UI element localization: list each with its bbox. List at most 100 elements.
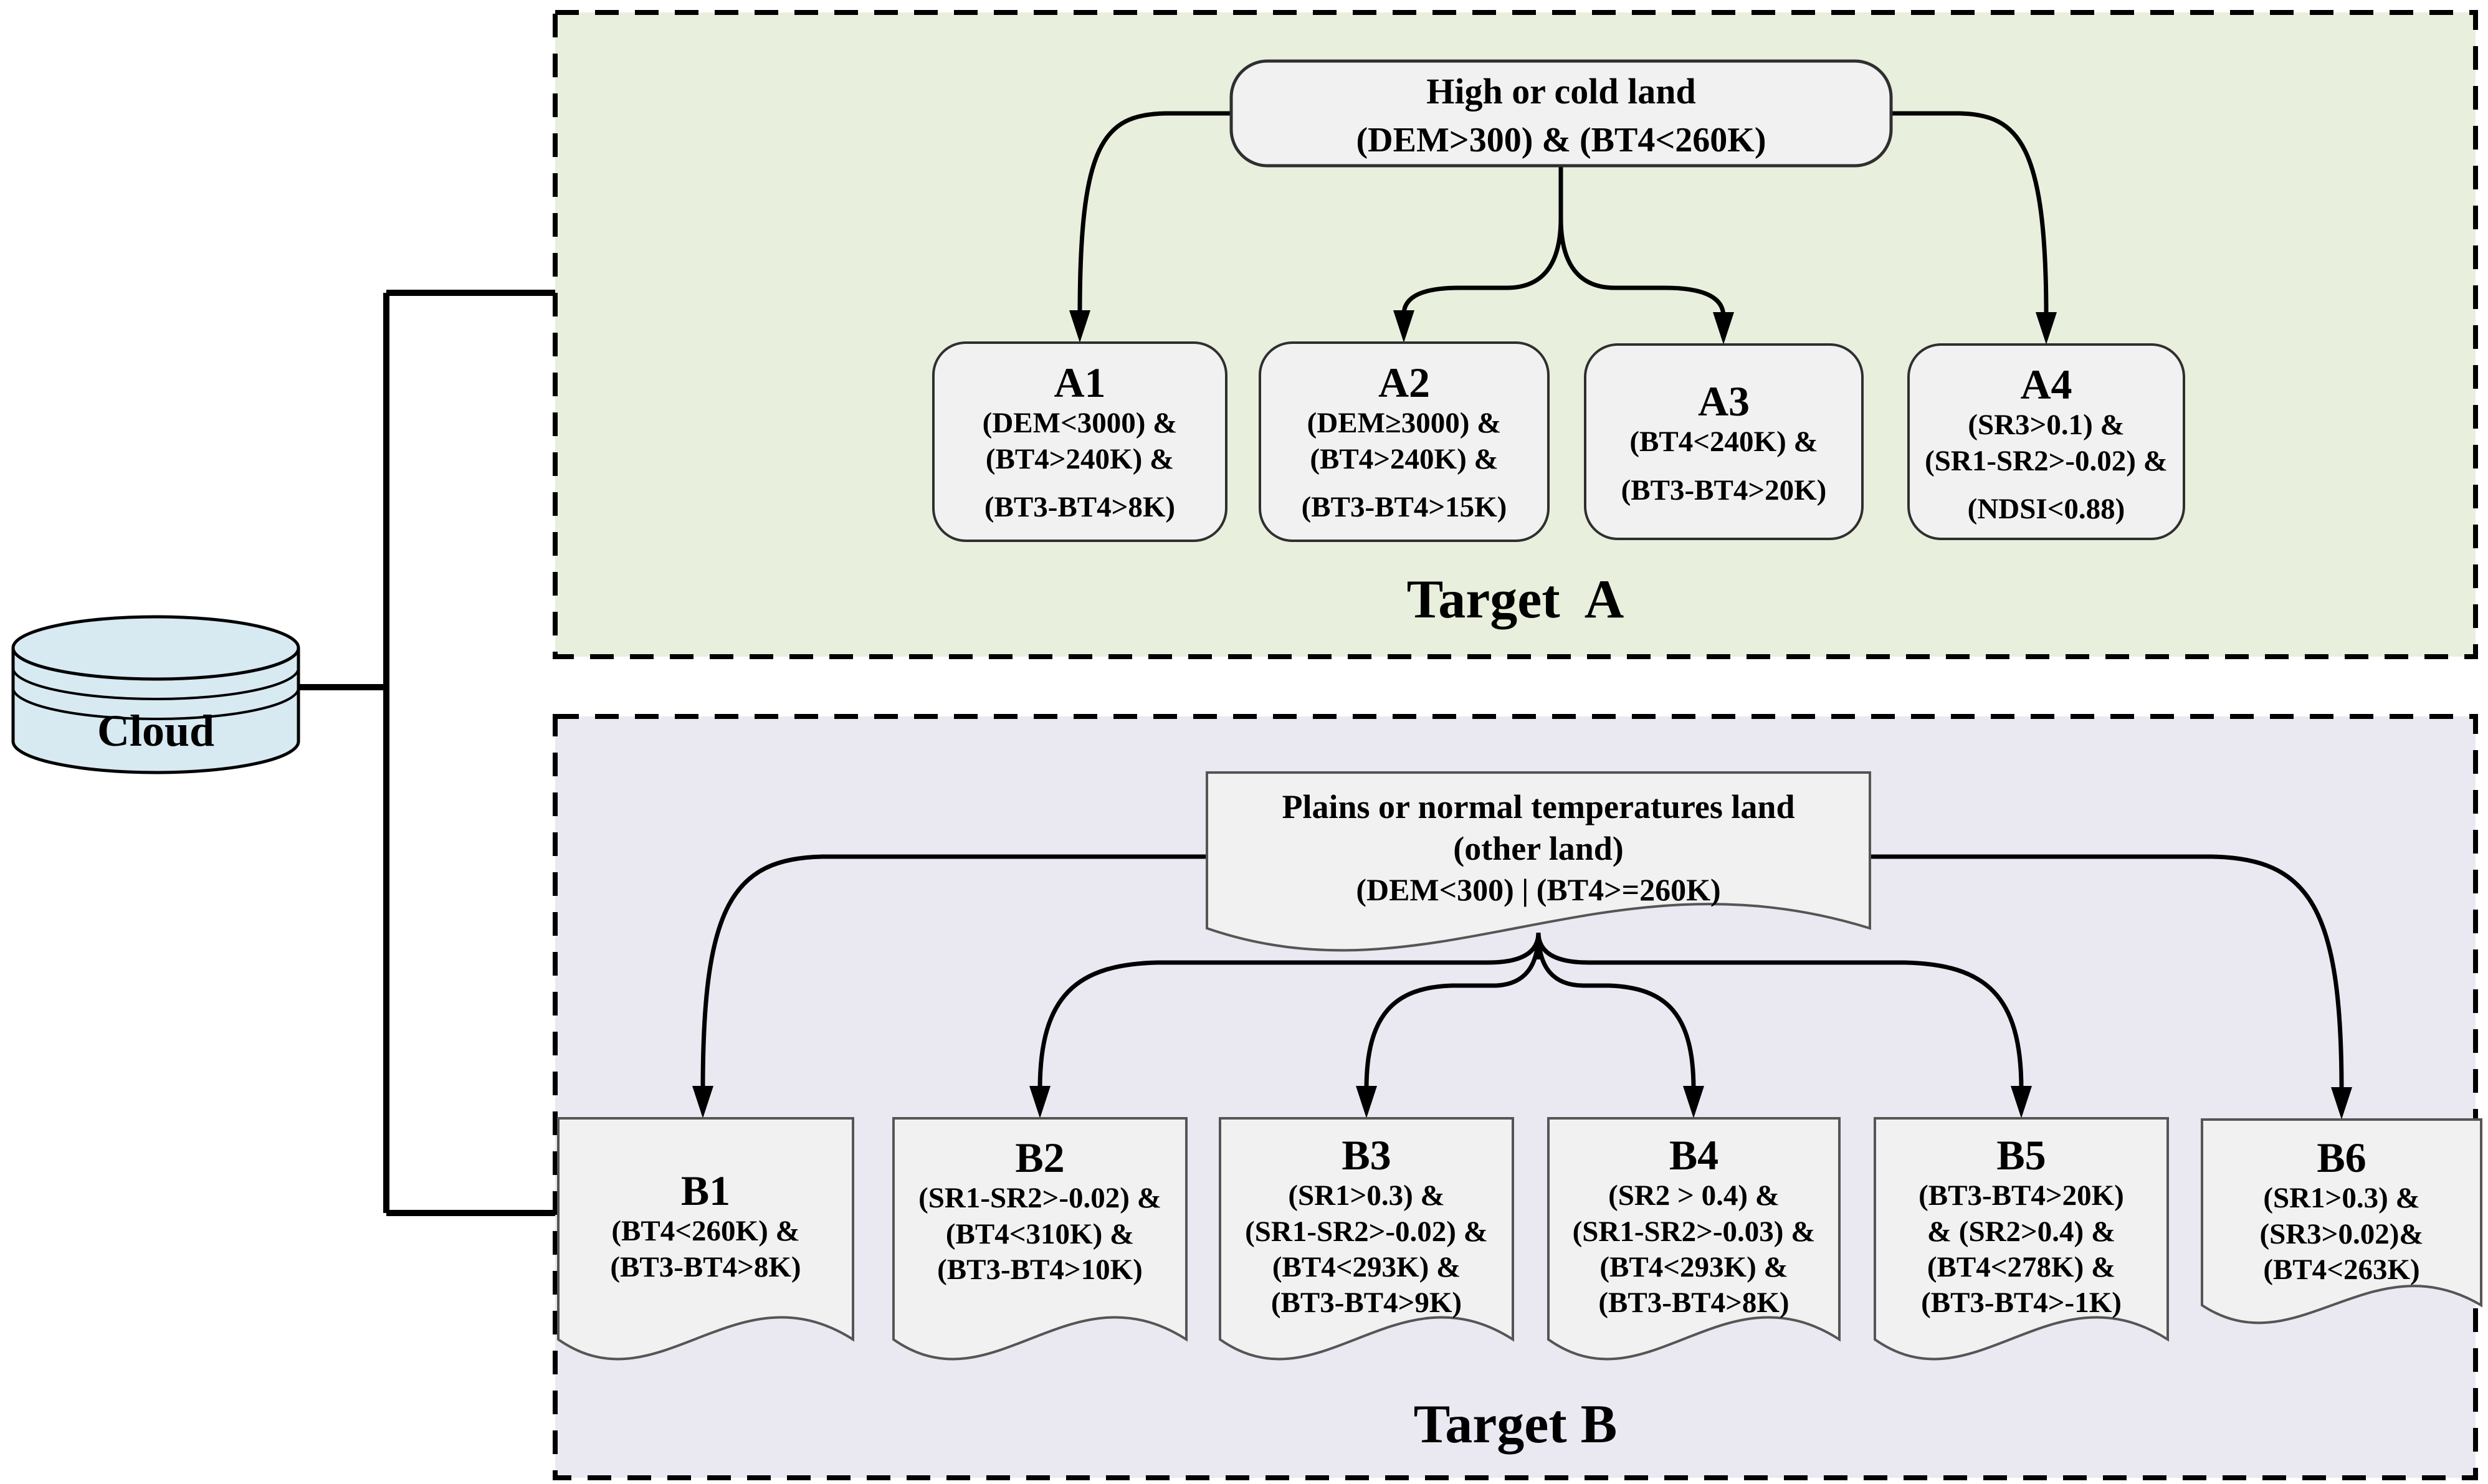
root-node-b: Plains or normal temperatures land (othe… [1207, 786, 1870, 908]
target-b-arrowheads [692, 1086, 2352, 1120]
node-b4-shape [1547, 1117, 1841, 1361]
node-B4-line: (BT3-BT4>8K) [1598, 1287, 1790, 1320]
node-A4-line: (SR3>0.1) & [1968, 409, 2125, 442]
node-A1-title: A1 [1054, 359, 1106, 406]
node-B1-line: (BT3-BT4>8K) [610, 1250, 801, 1283]
node-B1-title: B1 [680, 1167, 731, 1214]
arrowhead-b1 [692, 1086, 713, 1118]
cloud-label: Cloud [97, 706, 215, 756]
node-B5-line: (BT3-BT4>20K) [1918, 1179, 2124, 1212]
arrowhead-a3 [1713, 312, 1734, 345]
node-A3-line: (BT3-BT4>20K) [1621, 473, 1827, 507]
target-a-node-shapes [932, 59, 2185, 542]
node-b1-shape [557, 1117, 854, 1361]
arrowhead-b4 [1683, 1086, 1704, 1118]
root-b-title: Plains or normal temperatures land [1282, 788, 1795, 825]
node-B6-line: (SR1>0.3) & [2263, 1182, 2420, 1215]
node-B2-line: (BT4<310K) & [945, 1217, 1135, 1250]
connector-root-b-to-b2 [1037, 932, 1541, 1090]
node-B1: B1 (BT4<260K) & (BT3-BT4>8K) [558, 1168, 853, 1285]
target-a-arrowheads [1069, 310, 2057, 345]
node-B5: B5 (BT3-BT4>20K) & (SR2>0.4) & (BT4<278K… [1875, 1131, 2168, 1321]
node-B5-title: B5 [1996, 1131, 2046, 1179]
target-b-node-shapes [557, 771, 2482, 1361]
node-B2-title: B2 [1015, 1134, 1065, 1181]
node-B5-line: (BT3-BT4>-1K) [1921, 1287, 2122, 1320]
arrowhead-a1 [1069, 310, 1090, 343]
node-B4-line: (SR2 > 0.4) & [1608, 1179, 1780, 1212]
cloud-cylinder-body [11, 648, 300, 774]
node-a3-shape [1584, 343, 1864, 540]
connector-root-a-to-a1 [1077, 111, 1231, 315]
arrowhead-b2 [1029, 1086, 1051, 1118]
arrowhead-b5 [2011, 1086, 2032, 1118]
connector-root-a-to-a4 [1891, 111, 2049, 317]
node-B3-title: B3 [1342, 1131, 1391, 1179]
node-B5-line: (BT4<278K) & [1927, 1251, 2116, 1284]
node-A1-line: (DEM<3000) & [982, 407, 1178, 440]
node-B2: B2 (SR1-SR2>-0.02) & (BT4<310K) & (BT3-B… [894, 1134, 1186, 1288]
node-b2-shape [892, 1117, 1188, 1361]
node-B4-title: B4 [1669, 1131, 1719, 1179]
node-B5-line: & (SR2>0.4) & [1927, 1215, 2116, 1248]
arrowhead-a4 [2036, 312, 2057, 345]
connector-root-b-to-b3 [1364, 932, 1541, 1090]
root-node-a: High or cold land (DEM>300) & (BT4<260K) [1231, 70, 1891, 161]
node-A1-line: (BT4>240K) & [985, 442, 1175, 475]
node-B2-line: (BT3-BT4>10K) [937, 1253, 1143, 1287]
node-B4-line: (SR1-SR2>-0.03) & [1572, 1215, 1816, 1248]
root-a-condition: (DEM>300) & (BT4<260K) [1356, 120, 1766, 159]
node-A1: A1 (DEM<3000) & (BT4>240K) & (BT3-BT4>8K… [933, 359, 1226, 525]
node-A2-title: A2 [1378, 359, 1431, 406]
node-B4-line: (BT4<293K) & [1599, 1251, 1788, 1284]
target-b-connectors [700, 854, 2344, 1091]
connector-root-a-to-a2 [1401, 217, 1563, 315]
node-b6-shape [2201, 1118, 2482, 1325]
node-A4-line: (SR1-SR2>-0.02) & [1925, 444, 2168, 477]
node-B2-line: (SR1-SR2>-0.02) & [918, 1182, 1161, 1215]
arrowhead-b3 [1356, 1086, 1377, 1118]
node-A2-line: (DEM≥3000) & [1307, 407, 1502, 440]
node-A3-line: (BT4<240K) & [1629, 426, 1818, 459]
node-B4: B4 (SR2 > 0.4) & (SR1-SR2>-0.03) & (BT4<… [1548, 1131, 1839, 1321]
node-A3: A3 (BT4<240K) & (BT3-BT4>20K) [1585, 378, 1862, 508]
root-b-subtitle: (other land) [1453, 829, 1624, 867]
node-B6: B6 (SR1>0.3) & (SR3>0.02)& (BT4<263K) [2202, 1134, 2481, 1288]
node-A4: A4 (SR3>0.1) & (SR1-SR2>-0.02) & (NDSI<0… [1909, 361, 2184, 527]
node-B6-line: (SR3>0.02)& [2259, 1217, 2424, 1250]
cloud-cylinder-ridge-2 [12, 687, 300, 720]
node-B3-line: (BT3-BT4>9K) [1270, 1287, 1462, 1320]
connector-root-b-to-b6 [1870, 854, 2344, 1091]
node-B3-line: (SR1>0.3) & [1288, 1179, 1445, 1212]
node-a4-shape [1907, 343, 2185, 540]
root-a-shape [1229, 59, 1893, 168]
node-A4-line: (NDSI<0.88) [1967, 493, 2125, 526]
root-b-shape [1206, 771, 1871, 952]
root-a-title: High or cold land [1426, 71, 1696, 112]
arrowhead-b6 [2331, 1087, 2352, 1120]
node-B3: B3 (SR1>0.3) & (SR1-SR2>-0.02) & (BT4<29… [1220, 1131, 1513, 1321]
node-B1-line: (BT4<260K) & [611, 1215, 800, 1248]
node-A2-line: (BT4>240K) & [1310, 442, 1499, 475]
cloud-bracket-connector [298, 290, 555, 1216]
cloud-cylinder-top [11, 615, 300, 681]
node-B3-line: (SR1-SR2>-0.02) & [1245, 1215, 1488, 1248]
cloud-cylinder [11, 615, 300, 774]
target-a-label: Target A [1406, 569, 1624, 630]
target-a-connectors [1077, 111, 2049, 317]
node-A2-line: (BT3-BT4>15K) [1301, 491, 1507, 524]
node-a2-shape [1259, 341, 1550, 542]
node-A2: A2 (DEM≥3000) & (BT4>240K) & (BT3-BT4>15… [1260, 359, 1548, 525]
connector-root-a-to-a3 [1558, 217, 1726, 317]
node-b5-shape [1874, 1117, 2169, 1361]
connector-root-b-to-b4 [1536, 932, 1696, 1090]
node-B3-line: (BT4<293K) & [1272, 1251, 1461, 1284]
node-b3-shape [1219, 1117, 1514, 1361]
node-a1-shape [932, 341, 1227, 542]
node-B6-line: (BT4<263K) [2263, 1253, 2420, 1287]
node-A1-line: (BT3-BT4>8K) [984, 491, 1176, 524]
root-b-condition: (DEM<300) | (BT4>=260K) [1356, 872, 1721, 908]
connector-root-b-to-b5 [1536, 932, 2024, 1090]
arrowhead-a2 [1393, 310, 1414, 343]
